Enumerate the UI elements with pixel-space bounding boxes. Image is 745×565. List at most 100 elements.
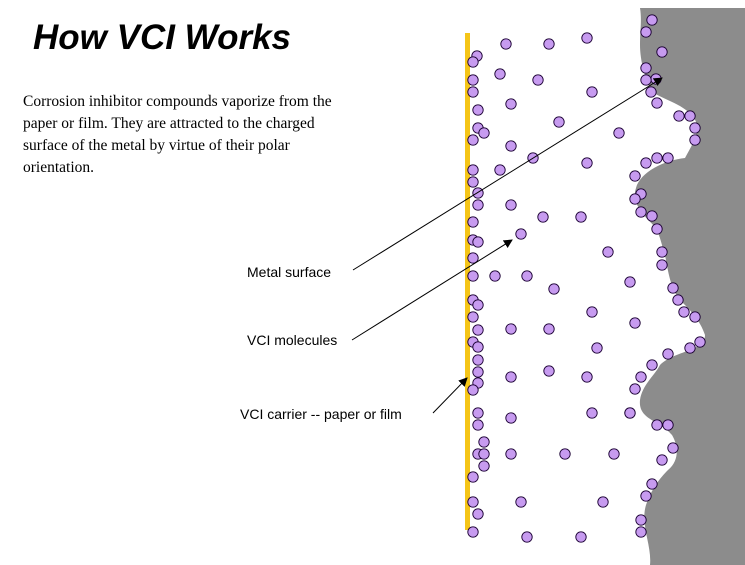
- vci-molecule: [467, 311, 479, 323]
- vci-molecule: [684, 110, 696, 122]
- vci-molecule: [651, 152, 663, 164]
- vci-molecule: [651, 419, 663, 431]
- vci-molecule: [543, 323, 555, 335]
- vci-carrier-strip: [465, 33, 470, 530]
- vci-molecule: [467, 471, 479, 483]
- vci-molecule: [689, 134, 701, 146]
- vci-molecule: [629, 170, 641, 182]
- vci-molecule: [472, 354, 484, 366]
- vci-molecule: [689, 311, 701, 323]
- vci-molecule: [467, 252, 479, 264]
- vci-molecules-label: VCI molecules: [247, 332, 338, 348]
- vci-molecule: [646, 359, 658, 371]
- vci-molecule: [624, 276, 636, 288]
- metal-surface-label: Metal surface: [247, 264, 332, 280]
- vci-molecule: [575, 531, 587, 543]
- vci-molecule: [635, 514, 647, 526]
- vci-molecule: [467, 526, 479, 538]
- vci-molecule: [548, 283, 560, 295]
- vci-molecule: [472, 419, 484, 431]
- vci-molecule: [672, 294, 684, 306]
- description-line: Corrosion inhibitor compounds vaporize f…: [23, 93, 332, 110]
- vci-molecule: [678, 306, 690, 318]
- vci-molecule: [662, 419, 674, 431]
- vci-molecule: [467, 176, 479, 188]
- vci-molecule: [521, 531, 533, 543]
- vci-molecule: [467, 384, 479, 396]
- vci-molecule: [494, 68, 506, 80]
- description-line: orientation.: [23, 159, 95, 176]
- vci-molecule: [667, 282, 679, 294]
- vci-carrier-pointer: [432, 377, 468, 414]
- vci-molecule: [472, 366, 484, 378]
- vci-molecule: [467, 216, 479, 228]
- vci-molecule: [467, 74, 479, 86]
- vci-molecule: [505, 412, 517, 424]
- vci-molecules: [467, 14, 706, 543]
- vci-molecule: [467, 496, 479, 508]
- metal-surface-pointer: [352, 77, 663, 271]
- vci-molecule: [629, 193, 641, 205]
- vci-molecule: [608, 448, 620, 460]
- vci-molecule: [505, 140, 517, 152]
- vci-molecule: [575, 211, 587, 223]
- vci-molecule: [684, 342, 696, 354]
- vci-molecule: [646, 478, 658, 490]
- vci-molecule: [662, 152, 674, 164]
- vci-molecule: [553, 116, 565, 128]
- description-line: paper or film. They are attracted to the…: [23, 115, 315, 132]
- vci-molecule: [472, 341, 484, 353]
- vci-molecule: [656, 454, 668, 466]
- vci-molecule: [559, 448, 571, 460]
- vci-molecule: [645, 86, 657, 98]
- vci-molecule: [651, 223, 663, 235]
- vci-molecule: [505, 199, 517, 211]
- vci-molecule: [467, 56, 479, 68]
- vci-molecule: [472, 324, 484, 336]
- vci-molecule: [472, 508, 484, 520]
- vci-molecule: [537, 211, 549, 223]
- vci-molecule: [586, 86, 598, 98]
- vci-molecule: [472, 187, 484, 199]
- vci-molecule: [640, 157, 652, 169]
- description: Corrosion inhibitor compounds vaporize f…: [23, 91, 403, 179]
- vci-molecule: [472, 199, 484, 211]
- description-line: surface of the metal by virtue of their …: [23, 137, 290, 154]
- vci-molecule: [651, 97, 663, 109]
- page-title: How VCI Works: [33, 18, 292, 57]
- vci-molecule: [505, 98, 517, 110]
- vci-molecule: [505, 371, 517, 383]
- vci-molecule: [591, 342, 603, 354]
- vci-molecule: [500, 38, 512, 50]
- vci-molecule: [467, 86, 479, 98]
- vci-carrier-label: VCI carrier -- paper or film: [240, 406, 402, 422]
- vci-molecule: [478, 460, 490, 472]
- vci-molecule: [662, 348, 674, 360]
- vci-molecule: [581, 371, 593, 383]
- vci-molecule: [613, 127, 625, 139]
- vci-molecule: [635, 526, 647, 538]
- vci-molecule: [624, 407, 636, 419]
- vci-molecule: [532, 74, 544, 86]
- vci-molecule: [646, 14, 658, 26]
- vci-molecule: [656, 259, 668, 271]
- vci-molecule: [629, 317, 641, 329]
- vci-molecule: [515, 228, 527, 240]
- vci-molecule: [478, 127, 490, 139]
- vci-molecule: [478, 436, 490, 448]
- vci-molecule: [467, 134, 479, 146]
- vci-molecule: [543, 365, 555, 377]
- vci-molecule: [505, 448, 517, 460]
- vci-molecule: [656, 246, 668, 258]
- vci-molecule: [494, 164, 506, 176]
- vci-molecule: [667, 442, 679, 454]
- vci-molecule: [543, 38, 555, 50]
- vci-molecule: [602, 246, 614, 258]
- vci-molecule: [694, 336, 706, 348]
- vci-molecule: [472, 236, 484, 248]
- vci-molecule: [505, 323, 517, 335]
- vci-molecule: [640, 490, 652, 502]
- vci-molecule: [478, 448, 490, 460]
- vci-molecule: [581, 157, 593, 169]
